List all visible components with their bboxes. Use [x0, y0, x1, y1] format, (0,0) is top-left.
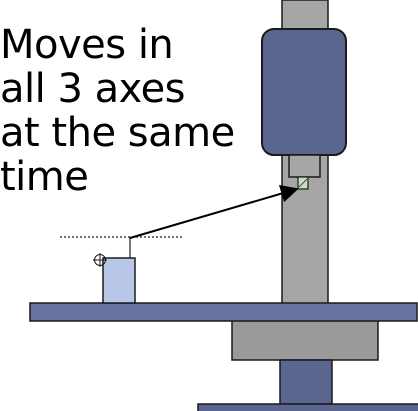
caption-line-3: at the same — [0, 110, 235, 156]
crosshair-origin-marker — [93, 253, 107, 267]
leader-arrow — [129, 184, 299, 239]
caption-text: Moves in all 3 axes at the same time — [0, 23, 240, 199]
tool-holder — [288, 154, 321, 178]
base-pedestal — [279, 359, 333, 405]
caption-line-1: Moves in — [0, 22, 174, 68]
cutting-tool-flute — [298, 178, 308, 188]
caption-line-4: time — [0, 154, 89, 200]
worktable — [29, 302, 418, 322]
caption-line-2: all 3 axes — [0, 66, 186, 112]
workpiece — [102, 257, 136, 304]
saddle — [231, 319, 379, 361]
base-foot — [197, 403, 418, 411]
spindle-head — [261, 28, 347, 156]
